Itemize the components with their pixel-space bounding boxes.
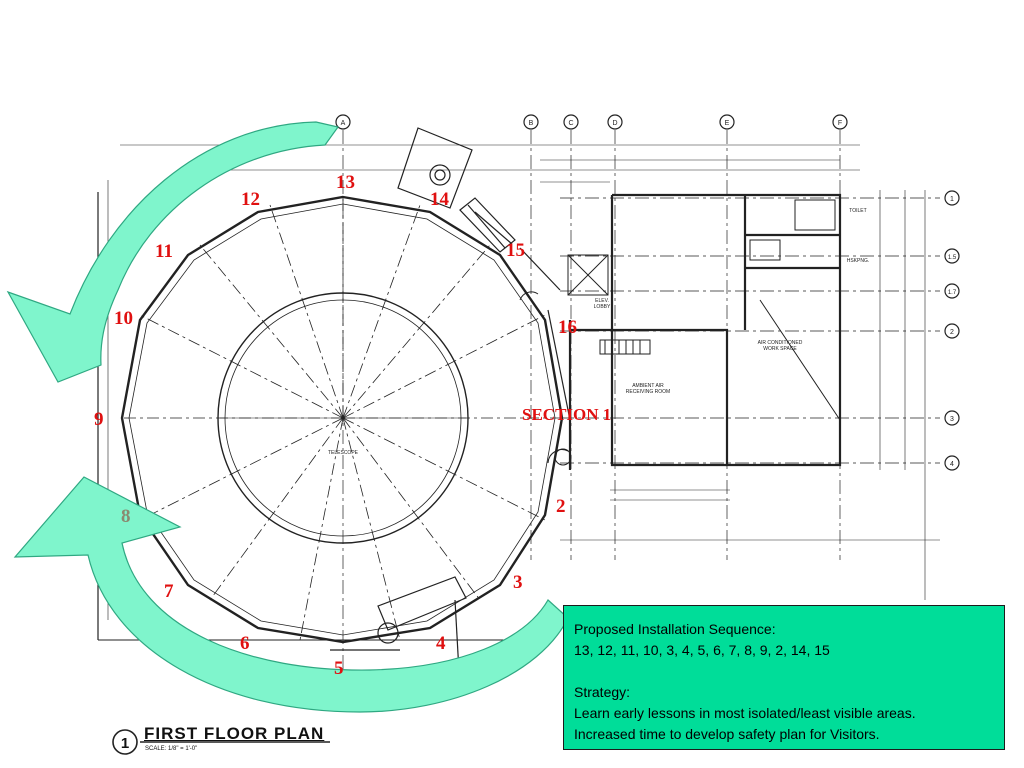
sequence-number-12: 12 <box>241 189 260 210</box>
title-bubble <box>112 729 330 755</box>
sequence-number-7: 7 <box>164 581 174 602</box>
strategy-line-2: Increased time to develop safety plan fo… <box>574 726 880 742</box>
spacer <box>574 661 994 682</box>
sequence-number-13: 13 <box>336 172 355 193</box>
room-label-ambient: AMBIENT AIR RECEIVING ROOM <box>625 383 671 395</box>
installation-sequence-box: Proposed Installation Sequence: 13, 12, … <box>563 605 1005 750</box>
grid-bubble-label: 1.5 <box>948 255 957 261</box>
dome-rays <box>120 195 565 641</box>
grid-bubble-label: 2 <box>950 329 954 336</box>
plan-scale: SCALE: 1/8" = 1'-0" <box>145 746 198 752</box>
stair-tower <box>397 127 571 421</box>
sequence-heading: Proposed Installation Sequence: <box>574 621 776 637</box>
sequence-number-8: 8 <box>121 506 131 527</box>
sequence-arrows <box>6 121 569 713</box>
sequence-number-10: 10 <box>114 308 133 329</box>
plan-title: FIRST FLOOR PLAN <box>144 724 325 743</box>
section-label: SECTION 1 <box>522 405 612 424</box>
upper-arrow-shape <box>6 121 340 383</box>
door-swings <box>519 291 572 466</box>
grid-bubble-label: A <box>341 120 346 127</box>
dimension-lines <box>540 159 940 600</box>
grid-bubble-label: F <box>838 120 842 127</box>
sequence-number-15: 15 <box>506 240 525 261</box>
grid-bubble-label: D <box>612 120 617 127</box>
sequence-number-2: 2 <box>556 496 566 517</box>
grid-bubble-label: B <box>529 120 534 127</box>
dome-outline <box>120 195 564 644</box>
grid-bubble-label: C <box>568 120 573 127</box>
strategy-heading: Strategy: <box>574 684 631 700</box>
grid-bubble-label: E <box>725 120 730 127</box>
grid-bubble-label: 4 <box>950 461 954 468</box>
building-walls <box>568 193 842 470</box>
sequence-number-16: 16 <box>558 317 577 338</box>
grid-bubble-label: 1.7 <box>948 290 957 296</box>
room-label-toilet: TOILET <box>849 208 867 214</box>
sequence-number-11: 11 <box>155 241 173 262</box>
building-interior <box>567 199 841 421</box>
sequence-number-9: 9 <box>94 409 104 430</box>
grid-bubble-label: 1 <box>950 196 954 203</box>
sequence-number-3: 3 <box>513 572 523 593</box>
sequence-number-5: 5 <box>334 658 344 679</box>
sequence-number-14: 14 <box>430 189 449 210</box>
title-bubble-number: 1 <box>121 735 129 752</box>
strategy-line-1: Learn early lessons in most isolated/lea… <box>574 705 916 721</box>
room-label-hskpng: HSKPNG. <box>846 258 870 264</box>
room-label-elev: ELEV. LOBBY <box>593 298 611 310</box>
sequence-number-4: 4 <box>436 633 446 654</box>
grid-bubble-label: 3 <box>950 416 954 423</box>
sequence-number-6: 6 <box>240 633 250 654</box>
room-label-telescope: TELESCOPE <box>327 450 358 456</box>
grid-bubbles <box>335 114 960 471</box>
room-label-air-conditioned: AIR CONDITIONED WORK SPACE <box>757 340 803 352</box>
sequence-list: 13, 12, 11, 10, 3, 4, 5, 6, 7, 8, 9, 2, … <box>574 642 830 658</box>
